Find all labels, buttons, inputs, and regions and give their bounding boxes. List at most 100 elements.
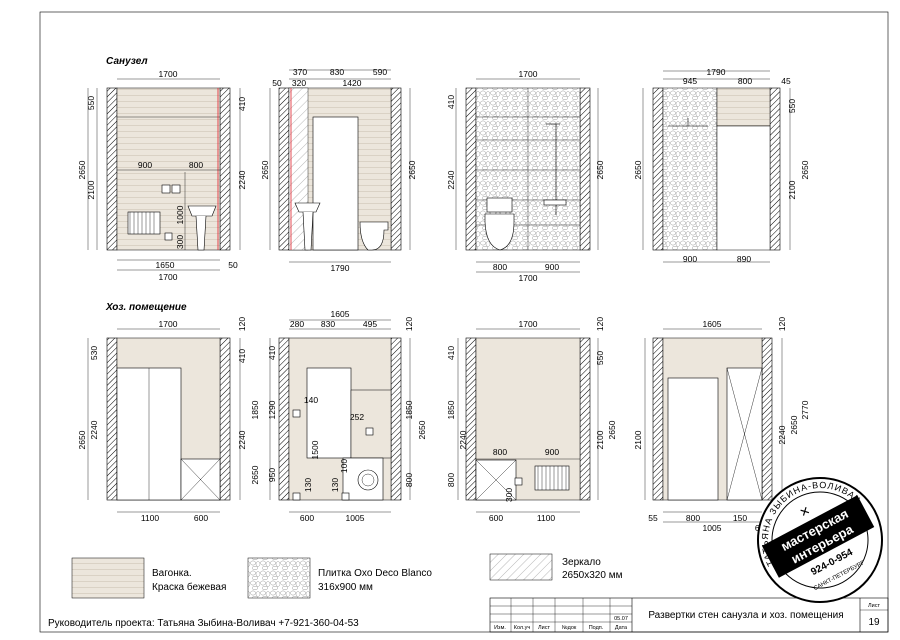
- legend-swatch-mirror: [489, 553, 553, 581]
- legend-item1-line2: Краска бежевая: [152, 581, 226, 593]
- s3-dim-left-b: 2240: [446, 170, 456, 189]
- h2-dim-t3: 495: [363, 319, 377, 329]
- legend-item2-line2: 316x900 мм: [318, 582, 373, 593]
- s4-dim-bot-a: 900: [683, 254, 697, 264]
- h2-dim-252: 252: [350, 412, 364, 422]
- s4-dim-t1: 945: [683, 76, 697, 86]
- legend-item3-line2: 2650x320 мм: [562, 570, 623, 581]
- s1-dim-left-b: 2100: [86, 180, 96, 199]
- h2-dim-130b: 130: [330, 478, 340, 492]
- s3-dim-bot-b: 900: [545, 262, 559, 272]
- tb-col-6: Дата: [615, 625, 628, 631]
- h4-dim-right-d: 2770: [800, 400, 810, 419]
- h4-dim-right-a: 120: [777, 317, 787, 331]
- s3-dim-bot-c: 1700: [519, 273, 538, 283]
- sheet-frame: [39, 11, 889, 633]
- s1-dim-left-c: 2650: [77, 160, 87, 179]
- h4-dim-bot-d: 1005: [703, 523, 722, 533]
- legend-swatch-boards: [71, 557, 145, 599]
- s1-dim-300: 300: [175, 235, 185, 249]
- s2-dim-t6: 1420: [343, 78, 362, 88]
- s3-dim-bot-a: 800: [493, 262, 507, 272]
- h2-dim-t2: 830: [321, 319, 335, 329]
- s1-dim-bot-a: 1650: [156, 260, 175, 270]
- elevation-s1: [87, 78, 241, 271]
- h2-dim-t1: 280: [290, 319, 304, 329]
- h4-dim-right-b: 2240: [777, 425, 787, 444]
- s2-dim-t1: 370: [293, 67, 307, 77]
- h4-dim-right-c: 2650: [789, 415, 799, 434]
- h1-dim-left-b: 2240: [89, 420, 99, 439]
- h3-dim-right-b: 550: [595, 351, 605, 365]
- h1-dim-bot-b: 600: [194, 513, 208, 523]
- legend-item1-line1: Вагонка.: [152, 568, 192, 579]
- s4-dim-right-c: 2650: [800, 160, 810, 179]
- s4-dim-bot-b: 890: [737, 254, 751, 264]
- s3-dim-right: 2650: [595, 160, 605, 179]
- h2-dim-140: 140: [304, 395, 318, 405]
- h3-dim-bot-a: 600: [489, 513, 503, 523]
- h1-dim-right-c: 1850: [250, 400, 260, 419]
- h2-dim-left-a: 410: [267, 346, 277, 360]
- section-title-sanuzel: Санузел: [106, 56, 148, 67]
- s2-dim-t3: 590: [373, 67, 387, 77]
- h1-dim-bot-a: 1100: [141, 513, 160, 523]
- h1-dim-top: 1700: [159, 319, 178, 329]
- h4-dim-top: 1605: [703, 319, 722, 329]
- h3-dim-left-d: 800: [446, 473, 456, 487]
- h4-dim-bot-a: 55: [648, 513, 658, 523]
- tb-col-4: №док: [562, 625, 577, 631]
- s1-dim-right-a: 410: [237, 97, 247, 111]
- tb-col-2: Кол.уч: [514, 625, 531, 631]
- h4-dim-bot-b: 800: [686, 513, 700, 523]
- legend: Вагонка. Краска бежевая Плитка Oxo Deco …: [71, 553, 623, 599]
- s4-dim-left: 2650: [633, 160, 643, 179]
- elevation-h3: [457, 328, 599, 513]
- h2-dim-1500: 1500: [310, 440, 320, 459]
- s2-dim-bot: 1790: [331, 263, 350, 273]
- tb-date: 05.07: [614, 616, 628, 622]
- h3-dim-mid-b: 900: [545, 447, 559, 457]
- h3-dim-300: 300: [504, 488, 514, 502]
- h1-dim-left-a: 530: [89, 346, 99, 360]
- h2-dim-100: 100: [339, 459, 349, 473]
- h3-dim-left-b: 1850: [446, 400, 456, 419]
- h3-dim-top: 1700: [519, 319, 538, 329]
- legend-item3-line1: Зеркало: [562, 557, 601, 568]
- s1-dim-right-b: 2240: [237, 170, 247, 189]
- s1-dim-bot-b: 50: [228, 260, 238, 270]
- s4-dim-right-a: 550: [787, 99, 797, 113]
- h4-dim-left: 2100: [633, 430, 643, 449]
- h1-dim-right-e: 2650: [250, 465, 260, 484]
- elevation-h2: [269, 319, 411, 513]
- legend-item2-line1: Плитка Oxo Deco Blanco: [318, 568, 432, 579]
- sheet-number: 19: [868, 617, 880, 628]
- s4-dim-right-b: 2100: [787, 180, 797, 199]
- h3-dim-right-d: 2650: [607, 420, 617, 439]
- s2-dim-t4: 50: [272, 78, 282, 88]
- s1-dim-mid-a: 900: [138, 160, 152, 170]
- tb-col-1: Изм.: [494, 625, 506, 631]
- h3-dim-right-a: 120: [595, 317, 605, 331]
- h2-dim-right-c: 2650: [417, 420, 427, 439]
- h2-dim-right-a: 120: [404, 317, 414, 331]
- elevation-h1: [87, 328, 241, 513]
- studio-stamp: ТАТЬЯНА ЗЫБИНА-ВОЛИВАЧ мастерская интерь…: [739, 460, 883, 603]
- s3-dim-left-a: 410: [446, 95, 456, 109]
- h2-dim-left-b: 1290: [267, 400, 277, 419]
- elevation-s3: [455, 78, 599, 273]
- h4-dim-bot-c: 150: [733, 513, 747, 523]
- h1-dim-right-b: 410: [237, 349, 247, 363]
- h3-dim-bot-b: 1100: [537, 513, 556, 523]
- drawing-title: Развертки стен санузла и хоз. помещения: [648, 610, 843, 621]
- tb-col-5: Подп.: [589, 625, 604, 631]
- s2-dim-left: 2650: [260, 160, 270, 179]
- title-block: Руководитель проекта: Татьяна Зыбина-Вол…: [48, 597, 889, 633]
- h3-dim-left-a: 410: [446, 346, 456, 360]
- h1-dim-right-d: 2240: [237, 430, 247, 449]
- elevation-s2: [269, 69, 411, 263]
- s4-dim-t3: 45: [781, 76, 791, 86]
- s1-dim-mid-b: 800: [189, 160, 203, 170]
- h3-dim-right-c: 2100: [595, 430, 605, 449]
